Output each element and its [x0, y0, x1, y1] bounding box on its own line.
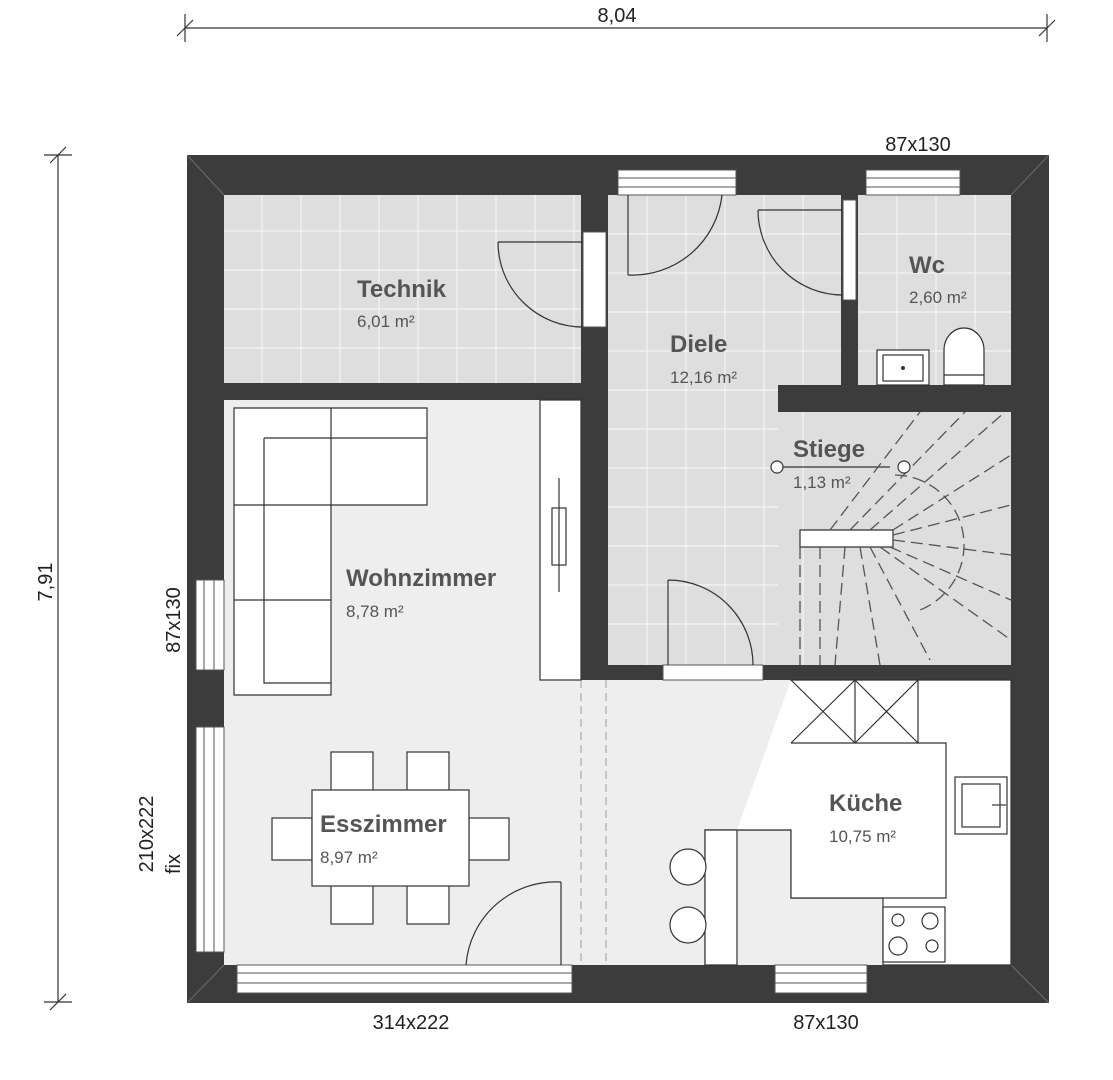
room-area-kueche: 10,75 m² [829, 827, 896, 846]
window-label-top-right: 87x130 [885, 134, 951, 156]
window-label-left-lower-note: fix [163, 854, 185, 874]
window-bottom-right [774, 964, 868, 994]
open-passage-lines [580, 680, 607, 965]
room-name-esszimmer: Esszimmer [320, 811, 447, 838]
room-name-stiege: Stiege [793, 436, 865, 463]
width-dimension-line [176, 14, 1056, 42]
kitchen-sink [954, 776, 1008, 835]
room-area-wc: 2,60 m² [909, 288, 967, 307]
room-name-technik: Technik [357, 276, 447, 303]
room-area-wohnzimmer: 8,78 m² [346, 602, 404, 621]
cooktop [882, 906, 946, 963]
window-left-lower [195, 726, 225, 953]
room-area-stiege: 1,13 m² [793, 473, 851, 492]
door-wc [757, 199, 857, 301]
window-label-left-upper: 87x130 [163, 587, 185, 653]
room-name-diele: Diele [670, 331, 727, 358]
room-name-kueche: Küche [829, 790, 902, 817]
door-entrance [627, 194, 723, 276]
staircase [770, 411, 1012, 666]
dining-set [271, 751, 510, 925]
wc-washbasin [876, 349, 930, 386]
window-label-left-lower-size: 210x222 [136, 796, 158, 873]
room-name-wc: Wc [909, 252, 945, 279]
room-name-wohnzimmer: Wohnzimmer [346, 565, 496, 592]
window-bottom-left [236, 964, 573, 994]
tile-grid [224, 195, 1011, 665]
window-top-wc [865, 169, 961, 196]
door-kitchen [662, 579, 764, 681]
kitchen-counter [704, 679, 1012, 966]
bar-stools [669, 848, 707, 944]
window-left-upper [195, 579, 225, 671]
corner-sofa [233, 407, 428, 696]
room-area-technik: 6,01 m² [357, 312, 415, 331]
door-technik [497, 231, 607, 328]
door-esszimmer [465, 881, 562, 966]
overall-width-label: 8,04 [598, 5, 637, 27]
window-label-bottom-right: 87x130 [793, 1012, 859, 1034]
depth-dimension-line [44, 146, 72, 1011]
room-area-diele: 12,16 m² [670, 368, 737, 387]
technik-floor [224, 195, 581, 383]
window-top-diele [617, 169, 737, 196]
wall-corner-lines [186, 154, 1050, 1004]
wc-toilet [943, 327, 985, 386]
window-label-bottom-left: 314x222 [373, 1012, 450, 1034]
room-area-esszimmer: 8,97 m² [320, 848, 378, 867]
tv-cabinet [539, 399, 582, 681]
overall-depth-label: 7,91 [35, 563, 57, 602]
